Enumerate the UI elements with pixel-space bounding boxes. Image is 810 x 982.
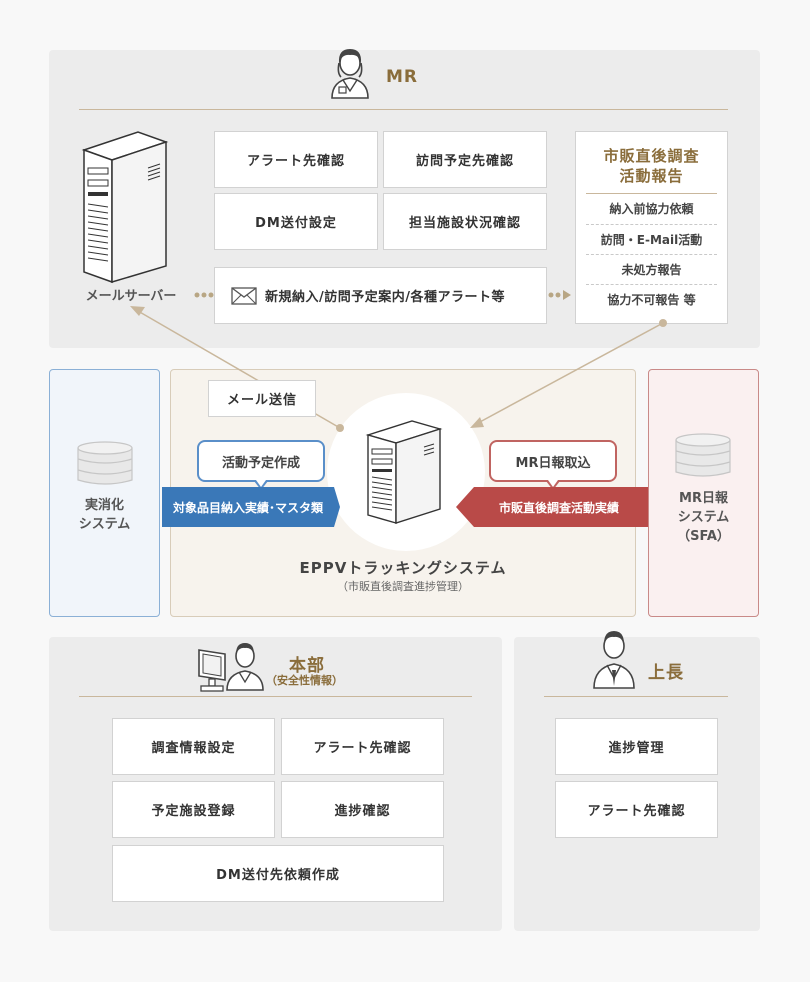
mail-server-icon: [81, 131, 169, 284]
hq-task-facility-register: 予定施設登録: [112, 781, 275, 838]
hq-person-pc-icon: [198, 643, 264, 692]
survey-title-line1: 市販直後調査: [603, 147, 700, 165]
mail-send-label: メール送信: [208, 380, 316, 417]
survey-item-4: 協力不可報告 等: [607, 293, 696, 307]
eppv-server-icon: [365, 420, 443, 524]
mr-task-visit-check: 訪問予定先確認: [383, 131, 547, 188]
right-system-line3: （SFA）: [677, 529, 730, 544]
daily-import-bubble: MR日報取込: [489, 440, 617, 482]
hq-divider: [79, 696, 472, 697]
hq-task-survey-setting: 調査情報設定: [112, 718, 275, 775]
left-system-line2: システム: [78, 517, 131, 532]
survey-report-box: 市販直後調査 活動報告 納入前協力依頼 訪問・E-Mail活動 未処方報告 協力…: [575, 131, 728, 324]
left-system-panel: [49, 369, 160, 617]
boss-person-icon: [593, 631, 635, 689]
survey-item-2: 訪問・E-Mail活動: [600, 233, 703, 247]
hq-task-alert-check: アラート先確認: [281, 718, 444, 775]
right-flow-arrow: 市販直後調査活動実績: [456, 487, 648, 527]
survey-sep-2: [586, 254, 717, 255]
hq-title: 本部: [289, 656, 325, 676]
right-database-icon: [675, 433, 731, 477]
mr-task-alert-check: アラート先確認: [214, 131, 378, 188]
survey-divider: [586, 193, 717, 194]
notice-box: 新規納入/訪問予定案内/各種アラート等: [214, 267, 547, 324]
right-system-line2: システム: [677, 510, 730, 525]
mr-person-icon: [331, 49, 369, 99]
mr-task-dm-setting: DM送付設定: [214, 193, 378, 250]
envelope-icon: [231, 286, 257, 305]
hq-subtitle: （安全性情報）: [266, 674, 343, 687]
left-database-icon: [77, 441, 133, 485]
survey-item-1: 納入前協力依頼: [609, 202, 694, 216]
boss-divider: [544, 696, 728, 697]
mr-task-facility-status: 担当施設状況確認: [383, 193, 547, 250]
mr-title: MR: [386, 67, 419, 87]
left-system-line1: 実消化: [84, 498, 124, 513]
hq-task-progress-check: 進捗確認: [281, 781, 444, 838]
activity-plan-bubble: 活動予定作成: [197, 440, 325, 482]
notice-text: 新規納入/訪問予定案内/各種アラート等: [265, 290, 505, 305]
survey-title-line2: 活動報告: [619, 167, 684, 185]
daily-import-tail-inner: [548, 480, 558, 487]
mr-divider: [79, 109, 728, 110]
boss-task-progress-management: 進捗管理: [555, 718, 718, 775]
survey-sep-3: [586, 284, 717, 285]
mail-server-label: メールサーバー: [85, 289, 177, 304]
eppv-system-sub: （市販直後調査進捗管理）: [337, 580, 469, 593]
left-flow-arrow: 対象品目納入実績･マスタ類: [162, 487, 340, 527]
survey-sep-1: [586, 224, 717, 225]
hq-task-dm-request: DM送付先依頼作成: [112, 845, 444, 902]
dotted-line-right: [548, 290, 571, 300]
dotted-line-left: [194, 292, 214, 298]
survey-item-3: 未処方報告: [621, 263, 682, 277]
right-system-panel: [648, 369, 759, 617]
activity-plan-tail-inner: [256, 480, 266, 487]
eppv-system-name: EPPVトラッキングシステム: [299, 559, 507, 577]
right-system-line1: MR日報: [679, 491, 728, 506]
boss-title: 上長: [648, 663, 684, 683]
boss-task-alert-check: アラート先確認: [555, 781, 718, 838]
